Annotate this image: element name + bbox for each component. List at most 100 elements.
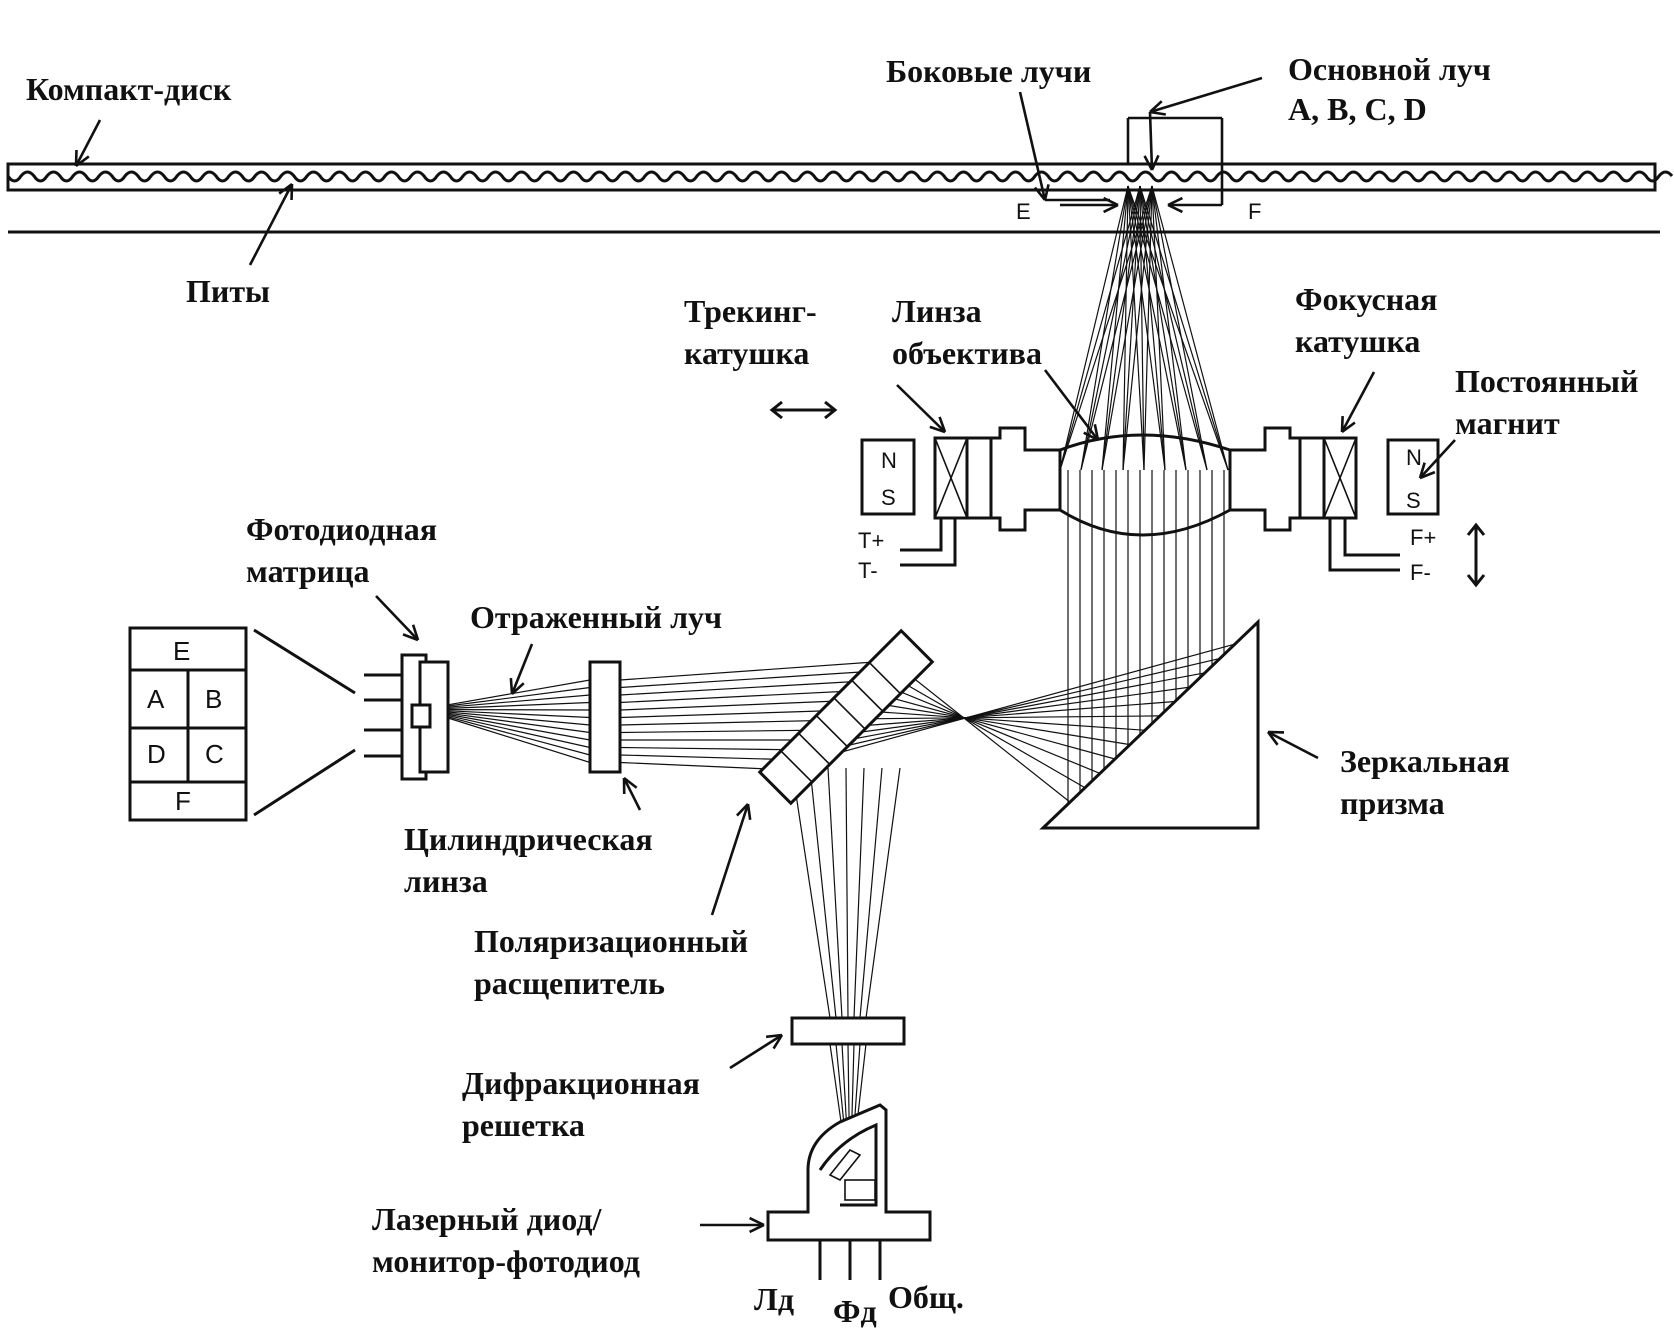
beam-ray [1139, 185, 1208, 471]
side-beam-e-pointer [1018, 91, 1047, 201]
compact-disc [6, 162, 1674, 234]
objective-lens-label-2: объектива [892, 335, 1042, 371]
beam-ray [1059, 185, 1129, 471]
cell-a: A [147, 684, 165, 714]
grating-pointer-head [772, 1034, 784, 1050]
left-magnet-s: S [881, 485, 896, 510]
cylindrical-lens-pointer-head [623, 776, 638, 789]
beam-e-marker: E [1016, 199, 1031, 224]
beam-ray [619, 729, 833, 734]
mirror-prism-pointer-head [1266, 731, 1279, 746]
f-minus-label: F- [1410, 560, 1431, 585]
right-magnet-s: S [1406, 488, 1421, 513]
splitter-pointer-head [735, 803, 749, 817]
beam-ray [865, 767, 901, 1019]
laser-diode-pointer-head [749, 1216, 765, 1227]
beam-ray [797, 643, 1236, 765]
beam-ray [447, 711, 591, 726]
beam-ray [827, 767, 843, 1019]
main-beam-down-head [1143, 155, 1154, 171]
beam-ray [619, 746, 813, 751]
cylindrical-lens-label-2: линза [404, 863, 488, 899]
beam-ray [447, 712, 591, 734]
objective-lens-pointer-2-head [1093, 424, 1100, 441]
reflected-beam-pointer-head [511, 682, 525, 695]
beam-ray [619, 719, 843, 726]
reflected-beam-pointer-head [509, 677, 514, 695]
compact-disc-pointer-head [75, 155, 90, 168]
pin-common-label: Общ. [888, 1279, 964, 1315]
main-beam-pointer-head [1149, 110, 1167, 116]
magnet-pointer-head [1418, 462, 1426, 479]
photodiode-device [364, 653, 450, 781]
side-beams-label: Боковые лучи [886, 53, 1091, 89]
beam-f-marker: F [1248, 199, 1261, 224]
focus-coil-pointer-head [1340, 415, 1344, 433]
right-magnet [1386, 438, 1440, 516]
laser-diode-label-2: монитор-фотодиод [372, 1243, 640, 1279]
beam-ray [619, 709, 853, 719]
main-beam-label: Основной луч [1288, 51, 1491, 87]
diffraction-grating-label-1: Дифракционная [462, 1065, 700, 1101]
beam-ray [878, 682, 1101, 774]
beam-ray [1059, 185, 1141, 471]
cell-e: E [173, 636, 190, 666]
reflected-beam-label: Отраженный луч [470, 599, 722, 635]
beam-ray [447, 717, 591, 764]
beam-ray [809, 767, 837, 1019]
pits-pointer [248, 183, 294, 266]
t-minus-label: T- [858, 558, 878, 583]
cylindrical-lens-label-1: Цилиндрическая [404, 821, 653, 857]
objective-lens-label-1: Линза [892, 293, 982, 329]
focus-coil-pointer-head [1341, 421, 1356, 434]
objective-lens-pointer [896, 384, 946, 433]
beam-ray [619, 699, 863, 711]
mirror-prism-label-2: призма [1340, 785, 1445, 821]
beam-ray [447, 715, 591, 749]
polarizing-splitter [757, 628, 935, 806]
photodiode-matrix-label-1: Фотодиодная [246, 511, 437, 547]
objective-lens-pointer-head [929, 425, 946, 434]
beam-ray [1127, 185, 1187, 471]
objective-lens-pointer-2 [1043, 369, 1100, 441]
beam-ray [1122, 185, 1129, 471]
beam-ray [806, 657, 1221, 756]
magnet-pointer-head [1419, 470, 1436, 480]
polarizing-splitter-label-2: расщепитель [474, 965, 665, 1001]
beam-ray [1127, 185, 1166, 471]
mirror-prism-label-1: Зеркальная [1340, 743, 1510, 779]
cell-c: C [205, 739, 224, 769]
side-beam-e-arrow-head [1103, 203, 1119, 214]
side-beam-f-arrow-head [1167, 196, 1183, 207]
compact-disc-label: Компакт-диск [26, 71, 232, 107]
cell-d: D [147, 739, 166, 769]
beam-ray [1151, 185, 1187, 471]
mirror-prism [1039, 618, 1260, 830]
diffraction-grating-label-2: решетка [462, 1107, 585, 1143]
tracking-coil-label-2: катушка [684, 335, 809, 371]
beam-ray [1101, 185, 1129, 471]
main-beam-down-head [1150, 154, 1160, 171]
beam-ray [853, 767, 865, 1019]
beam-ray [1139, 185, 1229, 471]
splitter-pointer-head [746, 803, 752, 821]
f-plus-label: F+ [1410, 525, 1436, 550]
grating-pointer [729, 1033, 783, 1070]
left-magnet-n: N [881, 448, 897, 473]
pin-pd-label: Фд [833, 1293, 877, 1329]
tracking-coil-label-1: Трекинг- [684, 293, 817, 329]
beam-ray [1127, 185, 1208, 471]
beam-ray [619, 689, 873, 704]
t-plus-label: T+ [858, 528, 884, 553]
beam-ray [447, 716, 591, 756]
beam-ray [447, 701, 591, 709]
reflected-beam-pointer [510, 643, 534, 695]
grating-pointer-head [765, 1033, 783, 1039]
cylindrical-lens-pointer [622, 777, 642, 811]
beam-ray [619, 659, 903, 681]
beam-ray [824, 686, 1191, 738]
splitter-pointer [710, 803, 750, 916]
beam-ray [1127, 185, 1145, 471]
